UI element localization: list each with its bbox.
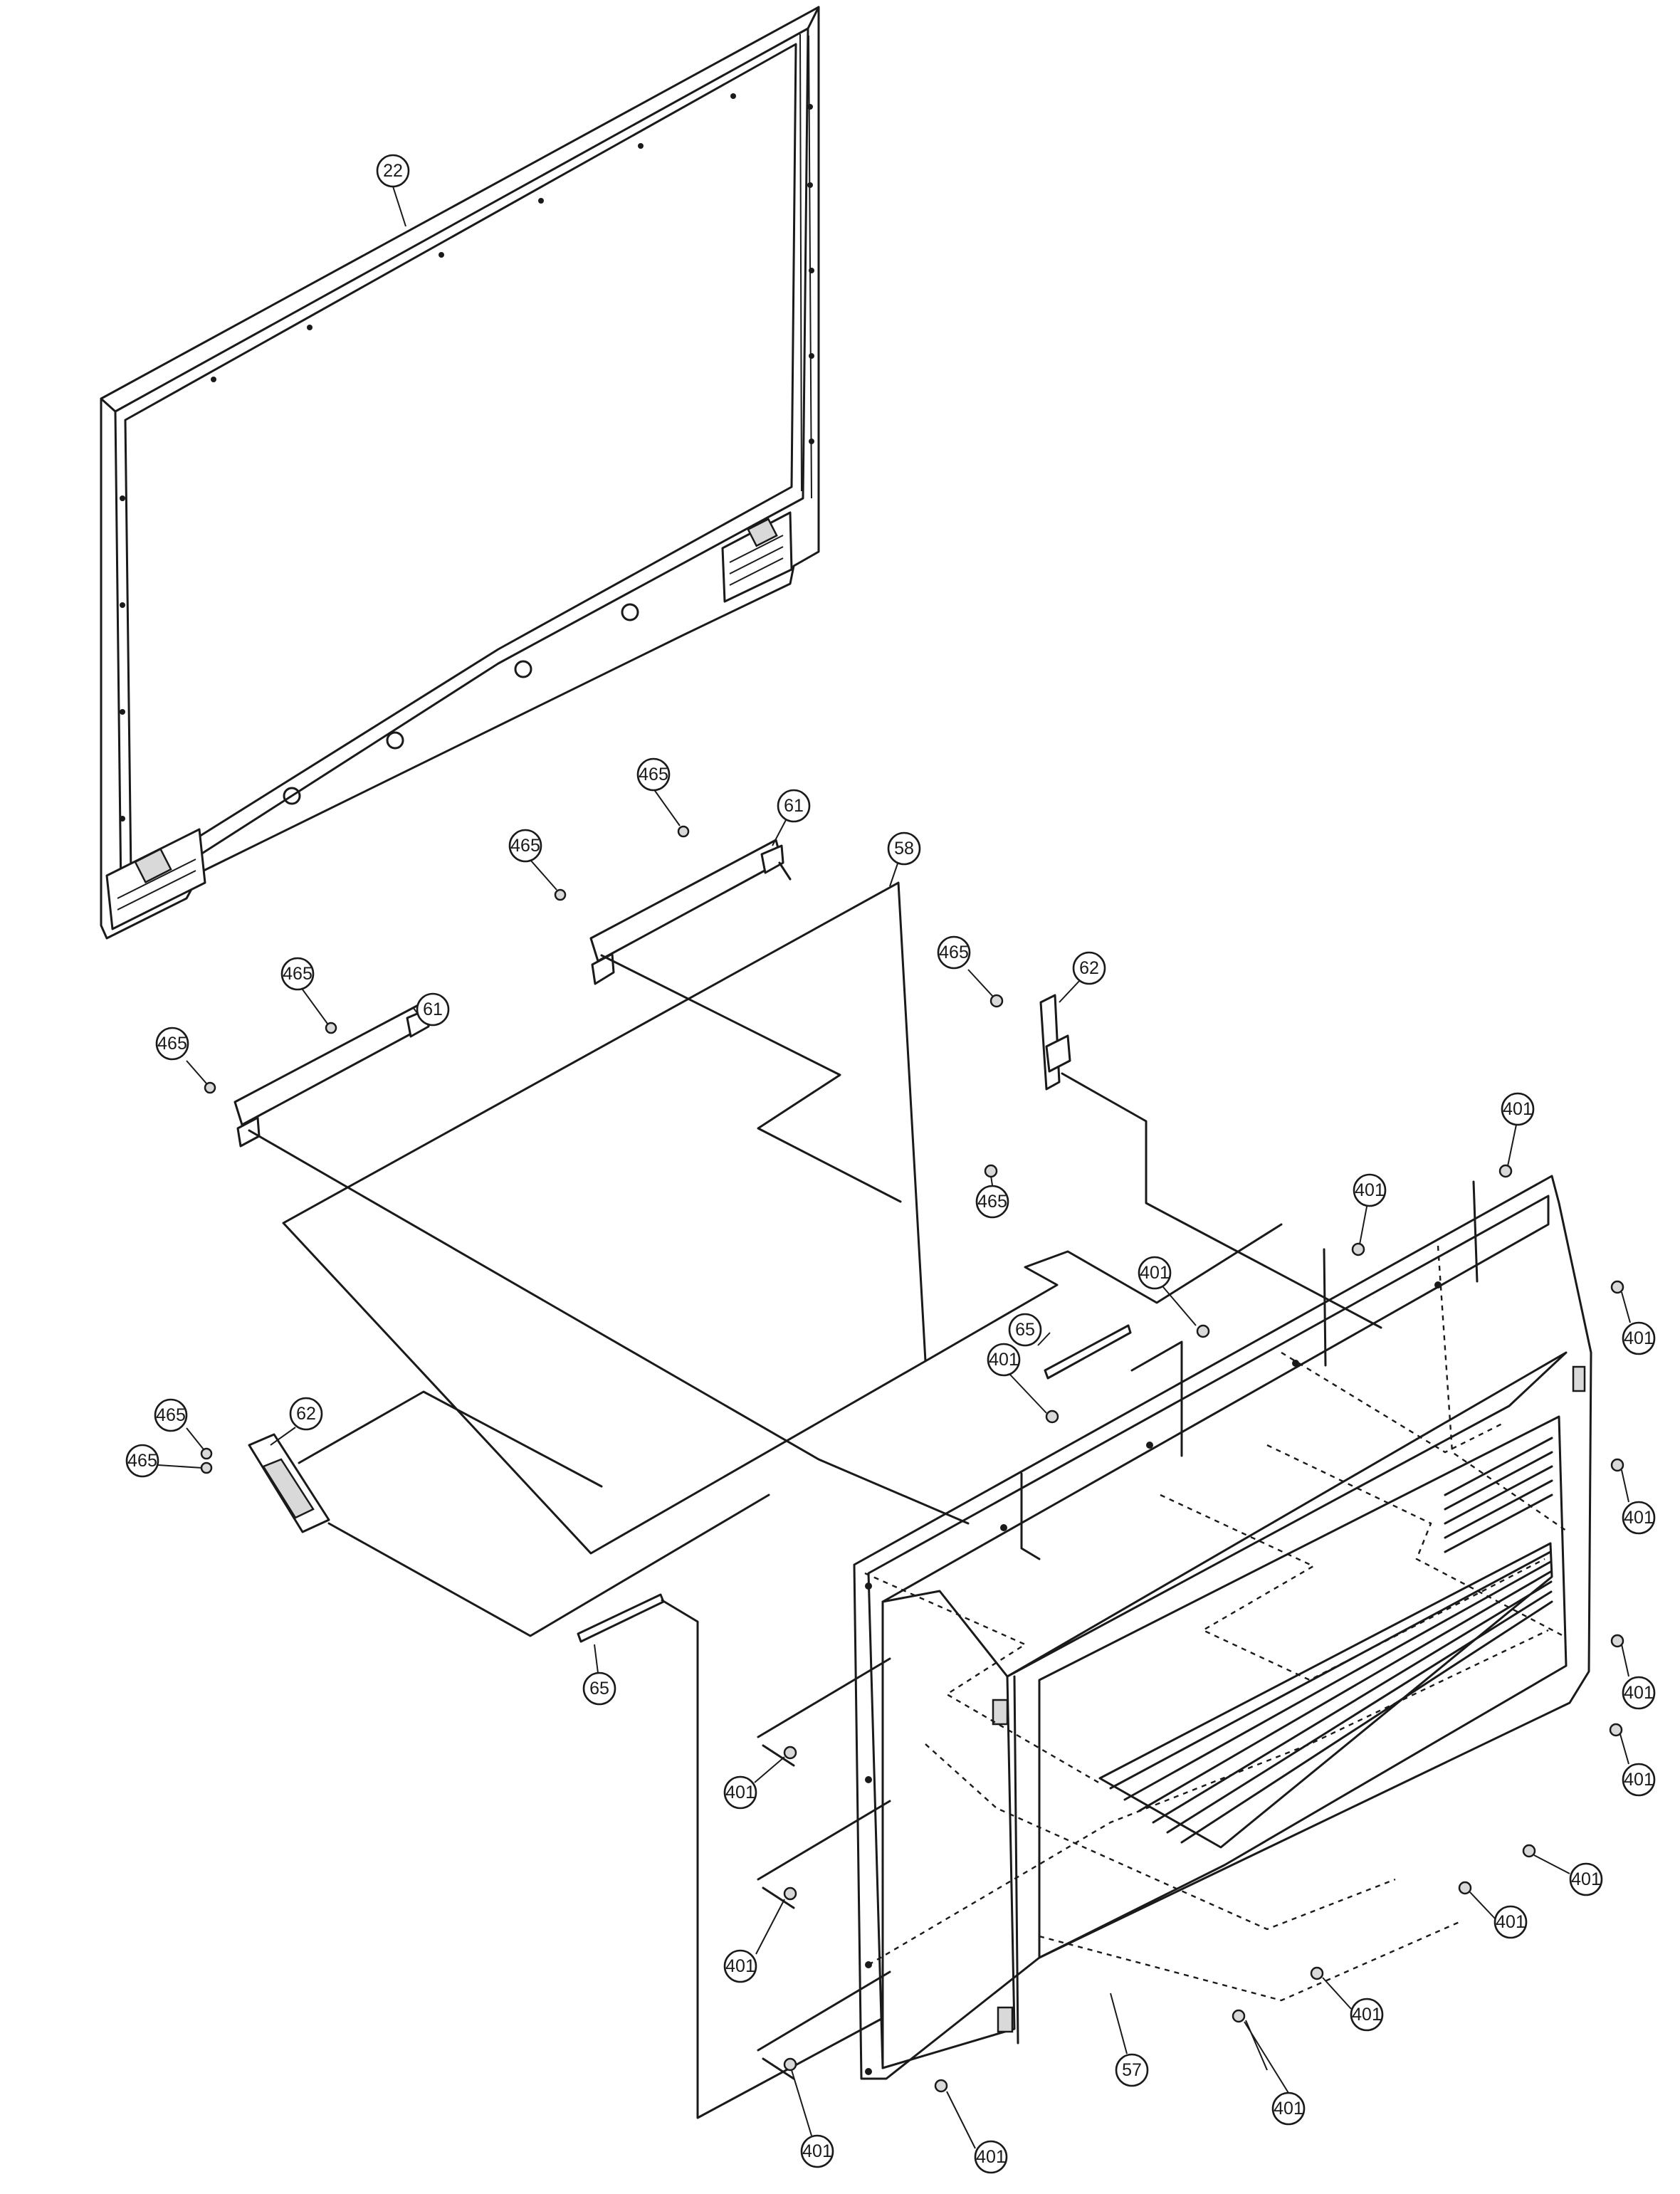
- callout-465-g-label: 465: [156, 1405, 186, 1425]
- callout-401-h: 401: [1622, 1763, 1656, 1797]
- callout-401-m-label: 401: [1352, 2005, 1382, 2025]
- callout-401-a: 401: [1501, 1092, 1535, 1126]
- callout-22: 22: [376, 154, 410, 188]
- callout-401-m: 401: [1350, 1998, 1384, 2032]
- callout-61-b-label: 61: [423, 999, 443, 1019]
- callout-465-d: 465: [155, 1027, 189, 1061]
- callout-401-b-label: 401: [1355, 1180, 1385, 1200]
- callout-58-label: 58: [894, 839, 914, 859]
- part-61-rail-right: [589, 839, 784, 985]
- callout-401-c: 401: [1622, 1321, 1656, 1355]
- part-22-screen-frame: [100, 6, 820, 940]
- callout-465-b: 465: [508, 829, 542, 863]
- callout-465-c: 465: [280, 957, 315, 991]
- callout-62-b-label: 62: [296, 1404, 316, 1424]
- callout-57: 57: [1115, 2053, 1149, 2087]
- callout-65-b: 65: [582, 1671, 616, 1706]
- callout-465-a-label: 465: [639, 765, 668, 784]
- callout-leaders: [157, 186, 1631, 2149]
- part-57-rear-cabinet: [853, 1175, 1592, 2080]
- callout-61-b: 61: [416, 992, 450, 1027]
- callout-401-d-label: 401: [1140, 1263, 1170, 1283]
- callout-61-a: 61: [777, 789, 811, 823]
- callouts: 22 465 61 465 58 465 61 465 465 62 465 4…: [125, 154, 1656, 2174]
- screws: [200, 825, 1624, 2093]
- callout-22-label: 22: [383, 161, 403, 181]
- callout-401-p-label: 401: [976, 2147, 1006, 2167]
- callout-62-a-label: 62: [1079, 958, 1099, 978]
- callout-465-f-label: 465: [977, 1192, 1007, 1212]
- callout-465-d-label: 465: [157, 1034, 187, 1054]
- callout-401-c-label: 401: [1624, 1328, 1654, 1348]
- callout-401-i-label: 401: [725, 1783, 755, 1802]
- part-65-strip-lower: [577, 1593, 665, 1643]
- callout-465-a: 465: [636, 757, 671, 792]
- callout-465-g: 465: [154, 1398, 188, 1432]
- callout-401-n-label: 401: [1274, 2099, 1303, 2119]
- callout-401-j-label: 401: [1571, 1869, 1601, 1889]
- callout-401-n: 401: [1271, 2091, 1306, 2126]
- callout-465-e-label: 465: [939, 943, 969, 962]
- callout-401-e: 401: [987, 1343, 1021, 1377]
- callout-65-a-label: 65: [1015, 1320, 1035, 1340]
- callout-401-j: 401: [1569, 1862, 1603, 1896]
- part-61-rail-left: [233, 1001, 430, 1148]
- callout-62-a: 62: [1072, 951, 1106, 985]
- callout-401-e-label: 401: [989, 1350, 1019, 1370]
- callout-465-f: 465: [975, 1185, 1009, 1219]
- callout-401-l: 401: [1493, 1905, 1528, 1939]
- callout-401-f: 401: [1622, 1501, 1656, 1535]
- callout-401-g-label: 401: [1624, 1683, 1654, 1703]
- callout-465-h-label: 465: [127, 1451, 157, 1471]
- callout-65-a: 65: [1008, 1313, 1042, 1347]
- callout-401-k-label: 401: [725, 1956, 755, 1976]
- callout-401-b: 401: [1353, 1173, 1387, 1207]
- part-62-bracket-upper: [1039, 994, 1071, 1091]
- callout-401-f-label: 401: [1624, 1508, 1654, 1528]
- callout-401-o-label: 401: [802, 2141, 832, 2161]
- part-65-strip-upper: [1044, 1324, 1132, 1380]
- part-62-bracket-lower: [248, 1433, 330, 1533]
- callout-465-h: 465: [125, 1444, 159, 1478]
- callout-62-b: 62: [289, 1397, 323, 1431]
- callout-401-o: 401: [800, 2134, 834, 2168]
- callout-61-a-label: 61: [784, 796, 804, 816]
- callout-401-a-label: 401: [1503, 1099, 1533, 1119]
- callout-58: 58: [887, 831, 921, 866]
- callout-65-b-label: 65: [589, 1679, 609, 1699]
- callout-401-d: 401: [1138, 1256, 1172, 1290]
- part-58-screen-sheet: [282, 881, 927, 1555]
- callout-401-p: 401: [974, 2140, 1008, 2174]
- callout-57-label: 57: [1122, 2060, 1142, 2080]
- callout-401-h-label: 401: [1624, 1770, 1654, 1790]
- callout-401-g: 401: [1622, 1676, 1656, 1710]
- callout-465-c-label: 465: [283, 964, 313, 984]
- callout-401-k: 401: [723, 1949, 757, 1983]
- callout-401-l-label: 401: [1496, 1912, 1526, 1932]
- callout-465-b-label: 465: [510, 836, 540, 856]
- callout-465-e: 465: [937, 935, 971, 970]
- callout-401-i: 401: [723, 1775, 757, 1810]
